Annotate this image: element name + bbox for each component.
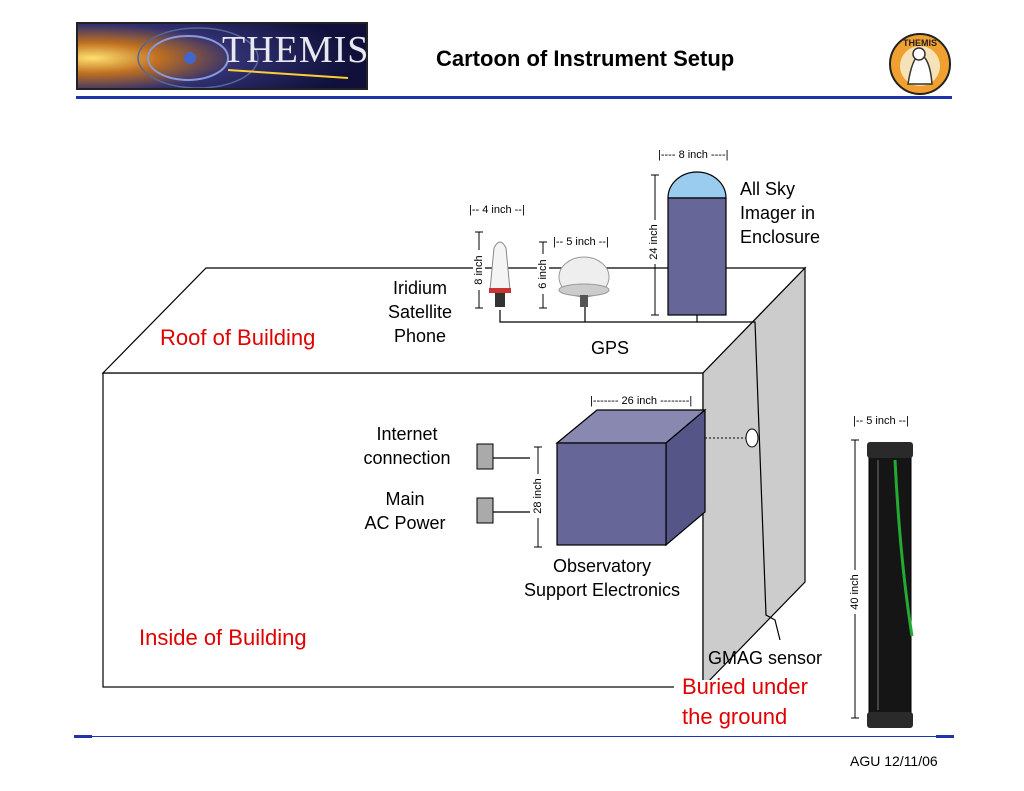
internet-label-line2: connection: [363, 448, 451, 468]
power-label-line2: AC Power: [364, 513, 446, 533]
asi-width-dim: |---- 8 inch ----|: [658, 149, 729, 161]
ose-box-front: [556, 442, 667, 546]
iridium-antenna: [489, 241, 511, 307]
gps-width-dim: |-- 5 inch --|: [553, 236, 609, 248]
footer-tick-right: [936, 735, 954, 738]
gps-label: GPS: [590, 338, 629, 358]
power-socket: [476, 497, 494, 524]
footer-text: AGU 12/11/06: [850, 753, 938, 769]
wall-feedthrough: [745, 428, 759, 448]
ose-label-line2: Support Electronics: [523, 580, 681, 600]
iridium-height-dim: 8 inch: [473, 250, 485, 290]
ose-label: Observatory Support Electronics: [502, 554, 702, 602]
footer-tick-left: [74, 735, 92, 738]
buried-label-bg: [674, 680, 814, 740]
ose-width-dim: |------- 26 inch --------|: [590, 395, 693, 407]
inside-label: Inside of Building: [139, 625, 307, 650]
internet-label-line1: Internet: [376, 424, 438, 444]
buried-label-line1: Buried under: [682, 674, 808, 699]
iridium-label-line2: Satellite: [387, 302, 453, 322]
gmag-height-dim: 40 inch: [849, 570, 861, 614]
roof-cable: [499, 310, 698, 323]
wall-cable: [697, 321, 781, 641]
asi-label-line2: Imager in: [740, 203, 816, 223]
asi-enclosure: [667, 197, 727, 316]
iridium-label-line3: Phone: [393, 326, 447, 346]
gps-antenna: [558, 256, 610, 307]
footer-rule: [76, 736, 952, 737]
themis-logo: [76, 22, 368, 90]
ose-height-dim: 28 inch: [532, 474, 544, 518]
asi-label: All Sky Imager in Enclosure: [740, 177, 850, 249]
roof-label: Roof of Building: [160, 325, 316, 350]
iridium-width-dim: |-- 4 inch --|: [469, 204, 525, 216]
iridium-label: Iridium Satellite Phone: [375, 276, 465, 348]
internet-label: Internet connection: [352, 422, 462, 470]
ose-label-line1: Observatory: [552, 556, 652, 576]
asi-height-dim: 24 inch: [648, 220, 660, 264]
asi-label-line3: Enclosure: [740, 227, 821, 247]
building-side-wall: [702, 266, 806, 689]
logo-text: THEMIS: [222, 29, 370, 71]
gps-height-dim: 6 inch: [537, 254, 549, 294]
themis-emblem-icon: THEMIS: [888, 32, 952, 96]
emblem-text: THEMIS: [903, 38, 937, 48]
header-rule: [76, 96, 952, 99]
buried-label-line2: the ground: [682, 704, 788, 729]
asi-dome: [667, 171, 727, 199]
power-label: Main AC Power: [352, 487, 458, 535]
power-label-line1: Main: [385, 489, 425, 509]
gmag-label: GMAG sensor: [708, 648, 823, 668]
asi-label-line1: All Sky: [740, 179, 796, 199]
logo-graphic: [78, 24, 366, 88]
internet-socket: [476, 443, 494, 470]
iridium-label-line1: Iridium: [392, 278, 447, 298]
gmag-width-dim: |-- 5 inch --|: [853, 415, 909, 427]
gmag-sensor: [867, 442, 914, 728]
buried-label: Buried under the ground: [682, 672, 822, 732]
page-title: Cartoon of Instrument Setup: [436, 46, 735, 71]
